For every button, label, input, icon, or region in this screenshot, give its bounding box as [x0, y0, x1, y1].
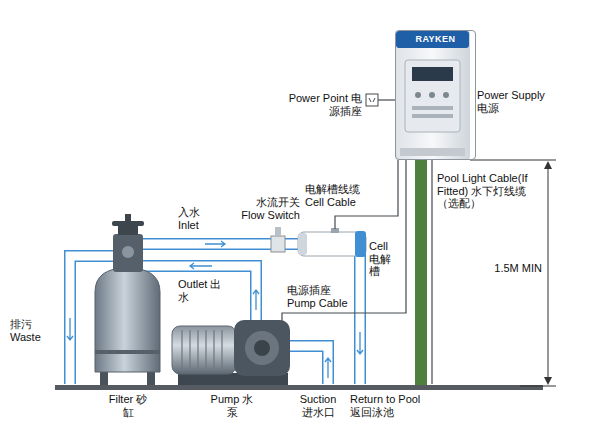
callout-label: 电源插座 Pump Cable [287, 284, 351, 309]
unit-label: Power Supply 电源 [477, 89, 553, 114]
pump [189, 330, 190, 370]
power-socket [369, 98, 371, 102]
pump [172, 320, 290, 385]
cable [431, 160, 432, 384]
callout-label: 水流开关 Flow Switch [233, 196, 300, 221]
callout-label: Pool Light Cable(If Fitted) 水下灯线缆 （选配） [437, 172, 537, 210]
power-supply-unit [395, 30, 470, 160]
pump [234, 320, 290, 376]
mounting-post [415, 160, 427, 385]
power-supply-unit [395, 30, 470, 160]
pump [172, 326, 236, 374]
power-supply-unit [429, 92, 435, 98]
part-label: Filter 砂缸 [106, 393, 150, 418]
power-supply-unit [443, 92, 449, 98]
pump [221, 330, 222, 370]
pump [245, 331, 279, 365]
pipe [356, 250, 365, 384]
sand-filter [118, 226, 138, 235]
flow-arrow [190, 263, 212, 269]
flow-arrow [205, 241, 225, 247]
dimension-line [548, 166, 549, 380]
dimension-label: 1.5M MIN [462, 262, 542, 275]
callout-label: 入水 Inlet [178, 206, 220, 231]
pump [254, 340, 270, 356]
flow-switch [275, 227, 281, 236]
pipe [354, 250, 366, 384]
power-supply-box: RAYKENPower Supply 电源 [395, 30, 476, 160]
callout-label: Outlet 出水 [178, 278, 228, 303]
sand-filter [95, 268, 160, 372]
sand-filter [113, 234, 143, 272]
power-supply-unit [405, 60, 460, 132]
sand-filter [125, 214, 131, 222]
flow-arrow [357, 332, 363, 354]
callout-label: Power Point 电源插座 [280, 92, 362, 117]
callout-label: 电解槽线缆 Cell Cable [305, 183, 380, 208]
electrolytic-cell [298, 233, 307, 255]
flow-arrow [67, 241, 363, 378]
cable [282, 160, 406, 321]
brand-name: RAYKEN [396, 31, 475, 47]
ground-line [55, 385, 543, 390]
dimension-line [470, 160, 556, 161]
pipe [288, 346, 328, 384]
pump [197, 330, 198, 370]
power-socket [373, 98, 375, 102]
part-label: Pump 水泵 [210, 393, 254, 418]
pipe [288, 346, 328, 384]
dimension-line [544, 377, 552, 385]
part-label: Suction 进水口 [293, 393, 343, 418]
power-supply-unit [400, 148, 465, 156]
callout-label: Cell 电解槽 [369, 240, 397, 278]
power-supply-unit [412, 106, 453, 110]
flow-arrow [325, 358, 331, 378]
pump [182, 330, 222, 370]
power-supply-unit [412, 67, 453, 81]
electrolytic-cell [355, 231, 366, 257]
pump [181, 330, 182, 370]
sand-filter [95, 214, 160, 385]
electrolytic-cell [298, 228, 366, 257]
pump [213, 330, 214, 370]
flow-arrow [253, 290, 259, 310]
pump [205, 330, 206, 370]
sand-filter [122, 246, 134, 258]
power-socket [366, 94, 378, 106]
sand-filter [95, 350, 160, 354]
cable [282, 100, 432, 384]
flow-switch [271, 227, 285, 252]
dimension-line [520, 386, 556, 387]
cable [378, 99, 395, 100]
flow-arrow [67, 318, 73, 340]
part-label: Return to Pool 返回泳池 [350, 393, 434, 418]
electrolytic-cell [298, 232, 366, 256]
power-supply-unit [412, 114, 453, 118]
power-socket [369, 98, 375, 102]
callout-label: 排污 Waste [10, 318, 52, 343]
dimension-line [544, 161, 552, 169]
flow-switch [271, 236, 285, 252]
power-supply-unit [415, 92, 421, 98]
